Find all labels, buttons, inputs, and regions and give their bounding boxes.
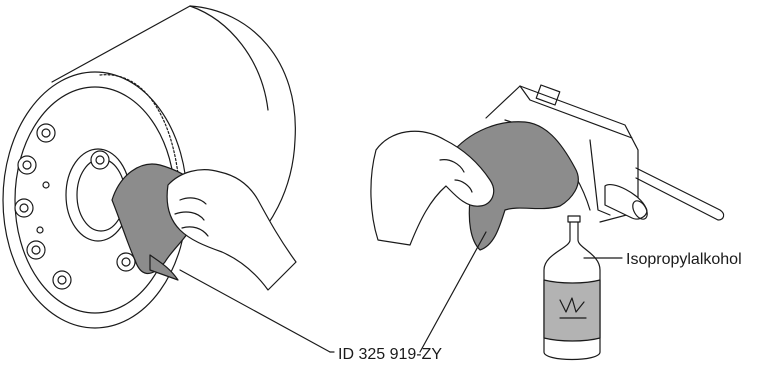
scanning-head — [371, 85, 724, 250]
leader-cloth-right — [420, 232, 486, 352]
label-cleaning-cloth-id: ID 325 919-ZY — [338, 347, 442, 363]
scale-drum — [3, 6, 296, 328]
cable — [636, 168, 724, 220]
label-isopropyl-alcohol: Isopropylalkohol — [626, 252, 742, 268]
alcohol-bottle — [544, 216, 600, 360]
hand-left — [167, 170, 296, 290]
leader-cloth-left — [180, 270, 330, 352]
